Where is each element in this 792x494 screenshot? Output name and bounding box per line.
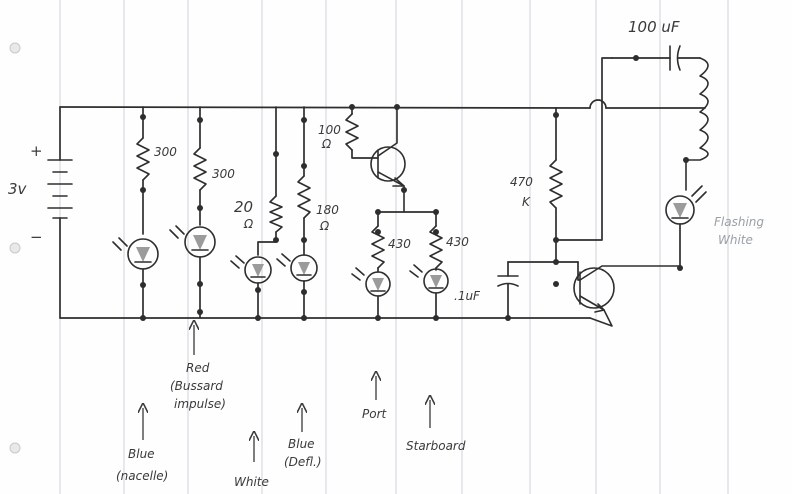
led-flashing-label-1: Flashing bbox=[714, 215, 764, 229]
resistor-r-red-bussard bbox=[193, 147, 207, 191]
branch-starboard: 430 bbox=[409, 211, 469, 321]
resistor-r-base-unit: Ω bbox=[321, 137, 332, 151]
led-red-bussard-label-1: Red bbox=[186, 361, 210, 375]
branch-white: 20 Ω bbox=[230, 106, 283, 321]
labels-port: Port bbox=[362, 376, 388, 421]
labels-blue-defl: Blue (Defl.) bbox=[284, 408, 322, 469]
led-blue-defl-label-2: (Defl.) bbox=[284, 455, 322, 469]
resistor-r-port-label: 430 bbox=[388, 237, 411, 251]
labels-white: White bbox=[234, 436, 269, 489]
led-white-label: White bbox=[234, 475, 269, 489]
resistor-r-red-bussard-label: 300 bbox=[212, 167, 235, 181]
capacitor-c-small-label: .1uF bbox=[454, 289, 481, 303]
led-port-label: Port bbox=[362, 407, 388, 421]
main-rails bbox=[59, 99, 706, 319]
binder-holes bbox=[9, 42, 21, 454]
branch-blue-defl: 180 Ω bbox=[276, 106, 339, 321]
branch-red-bussard: 300 bbox=[169, 106, 235, 319]
resistor-r-blue-nacelle-label: 300 bbox=[154, 145, 177, 159]
resistor-r-base-label: 100 bbox=[318, 123, 341, 137]
resistor-r-timing bbox=[549, 159, 563, 209]
led-blue-defl bbox=[276, 253, 318, 282]
led-blue-nacelle bbox=[112, 237, 159, 270]
led-red-bussard-label-3: impulse) bbox=[174, 397, 226, 411]
battery: 3v + − bbox=[8, 142, 73, 246]
led-red-bussard bbox=[169, 225, 216, 258]
battery-plus-label: + bbox=[30, 142, 43, 160]
branch-blue-nacelle: 300 bbox=[112, 106, 177, 321]
resistor-r-blue-defl bbox=[297, 175, 311, 219]
transistor-q1: 100 Ω bbox=[318, 104, 439, 215]
resistor-r-base bbox=[345, 113, 359, 151]
led-flashing bbox=[665, 185, 707, 225]
led-white bbox=[230, 255, 272, 284]
battery-minus-label: − bbox=[30, 228, 43, 246]
resistor-r-white-label: 20 bbox=[234, 198, 253, 216]
resistor-r-port bbox=[371, 225, 385, 269]
inductor-coil bbox=[685, 57, 709, 191]
labels-starboard: Starboard bbox=[406, 400, 466, 453]
battery-voltage-label: 3v bbox=[8, 180, 28, 198]
led-blue-defl-label-1: Blue bbox=[288, 437, 315, 451]
ruled-lines bbox=[59, 0, 729, 494]
flasher-circuit: .1uF 470 K bbox=[454, 57, 683, 327]
resistor-r-timing-label: 470 bbox=[510, 175, 533, 189]
resistor-r-white-unit: Ω bbox=[243, 217, 254, 231]
resistor-r-white bbox=[269, 195, 283, 233]
resistor-r-starboard bbox=[429, 225, 443, 269]
resistor-r-blue-nacelle bbox=[136, 137, 150, 181]
resistor-r-blue-defl-label: 180 bbox=[316, 203, 339, 217]
labels-blue-nacelle: Blue (nacelle) bbox=[116, 408, 168, 483]
branch-port: 430 bbox=[351, 211, 411, 321]
led-starboard-label: Starboard bbox=[406, 439, 466, 453]
led-blue-nacelle-label-1: Blue bbox=[128, 447, 155, 461]
flashing-led-circuit: 100 uF Flashing White bbox=[611, 18, 764, 269]
led-red-bussard-label-2: (Bussard bbox=[170, 379, 223, 393]
resistor-r-blue-defl-unit: Ω bbox=[319, 219, 330, 233]
led-starboard bbox=[409, 264, 449, 294]
resistor-r-starboard-label: 430 bbox=[446, 235, 469, 249]
labels-red-bussard: Red (Bussard impulse) bbox=[170, 325, 226, 411]
capacitor-c-big-label: 100 uF bbox=[628, 18, 680, 36]
led-port bbox=[351, 267, 391, 297]
resistor-r-timing-unit: K bbox=[522, 195, 531, 209]
led-flashing-label-2: White bbox=[718, 233, 753, 247]
led-blue-nacelle-label-2: (nacelle) bbox=[116, 469, 168, 483]
